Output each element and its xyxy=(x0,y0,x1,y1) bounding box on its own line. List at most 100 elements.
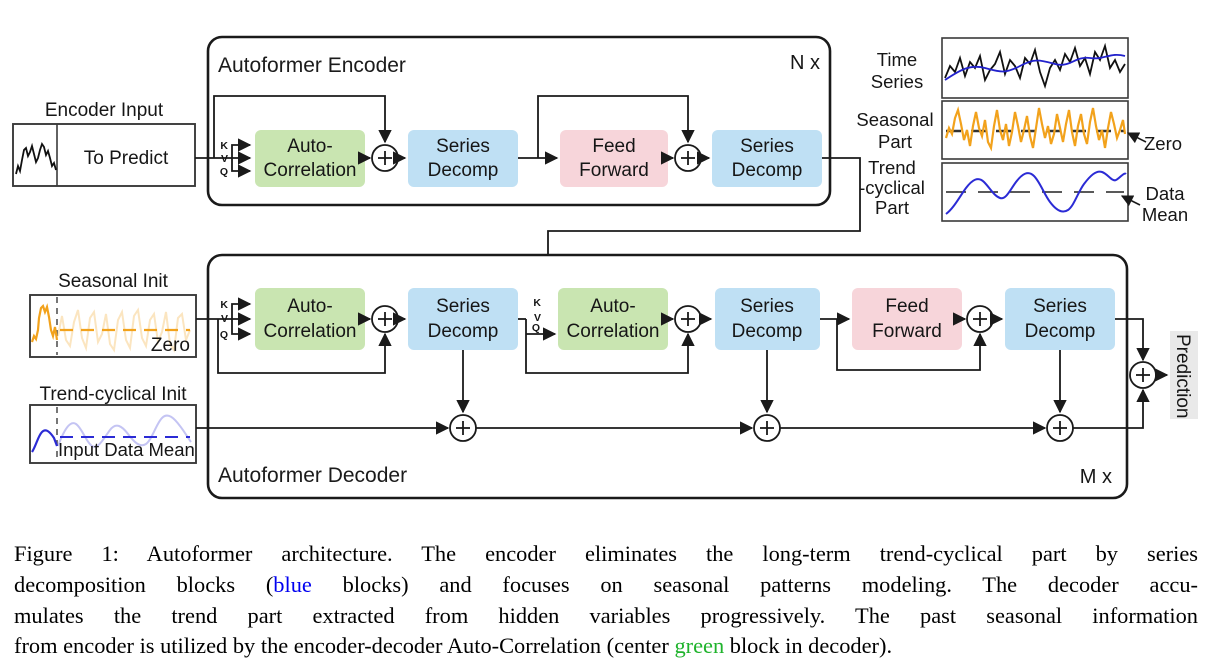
decoder-k-label: K xyxy=(220,299,228,311)
time-series-panel xyxy=(941,37,1129,99)
time-series-label-2: Series xyxy=(871,71,923,92)
encoder-input-text: To Predict xyxy=(84,148,169,169)
trend-part-label-2: -cyclical xyxy=(859,177,925,198)
encoder-ac-line2: Correlation xyxy=(264,160,357,181)
decoder-series-decomp-2-block xyxy=(715,288,820,350)
decoder-sd3-line1: Series xyxy=(1033,296,1087,317)
caption-text: Figure 1: Autoformer architecture. The e… xyxy=(14,541,1198,566)
decoder-k-arrow xyxy=(231,297,252,319)
encoder-input-label: Encoder Input xyxy=(45,100,164,121)
caption-blue-word: blue xyxy=(273,571,312,597)
decoder-sd2-line2: Decomp xyxy=(732,321,803,342)
encoder-feed-forward-block xyxy=(560,130,668,187)
decoder-auto-correlation-2-block xyxy=(558,288,668,350)
zero-label: Zero xyxy=(1144,133,1182,154)
final-sum xyxy=(1129,361,1157,389)
caption-line-4: from encoder is utilized by the encoder-… xyxy=(14,631,1198,662)
trend-sum-2 xyxy=(753,414,781,442)
encoder-section: Autoformer Encoder N x Encoder Input To … xyxy=(12,35,861,325)
caption-text: decomposition blocks ( xyxy=(14,571,274,597)
decoder-ff-line1: Feed xyxy=(885,296,928,317)
prediction-box xyxy=(1170,331,1198,419)
decoder-sum-1 xyxy=(371,305,399,333)
seasonal-part-curve xyxy=(944,106,1127,152)
decoder-ac2-v-label: V xyxy=(534,312,541,324)
trend-init-mean-label: Input Data Mean xyxy=(58,439,195,460)
decoder-ff-line2: Forward xyxy=(872,321,942,342)
caption-line-1: Figure 1: Autoformer architecture. The e… xyxy=(14,539,1198,570)
decoder-ac1-line1: Auto- xyxy=(287,296,332,317)
encoder-series-decomp-2-block xyxy=(712,130,822,187)
decoder-skip-1 xyxy=(217,319,392,374)
time-series-raw-curve xyxy=(944,42,1126,89)
prediction-label: Prediction xyxy=(1172,334,1193,419)
data-mean-label-1: Data xyxy=(1145,183,1185,204)
trend-sum-1 xyxy=(449,414,477,442)
decoder-section: Autoformer Decoder M x Seasonal Init Zer… xyxy=(29,253,1150,500)
autoformer-diagram: Autoformer Encoder N x Encoder Input To … xyxy=(12,35,1198,500)
trend-init-label: Trend-cyclical Init xyxy=(39,384,187,405)
seasonal-init-future-curve xyxy=(57,307,191,353)
decoder-skip-2 xyxy=(525,319,695,374)
decomposition-legend: Time Series Seasonal Part Zero Trend -cy… xyxy=(856,37,1188,225)
encoder-k-arrow xyxy=(231,138,252,158)
encoder-skip-1 xyxy=(213,95,392,158)
trend-init-future-curve xyxy=(57,414,192,448)
caption-text: mulates the trend part extracted from hi… xyxy=(14,602,1198,628)
decoder-sd1-line1: Series xyxy=(436,296,490,317)
encoder-v-label: V xyxy=(221,153,228,165)
encoder-input-box xyxy=(12,123,196,187)
decoder-sum-2 xyxy=(674,305,702,333)
time-series-label-1: Time xyxy=(877,49,917,70)
seasonal-init-zero-label: Zero xyxy=(151,335,190,356)
prediction-output: Prediction xyxy=(1129,331,1198,419)
decoder-ac1-line2: Correlation xyxy=(264,321,357,342)
decoder-sd1-line2: Decomp xyxy=(428,321,499,342)
encoder-repeat-label: N x xyxy=(790,52,820,74)
decoder-q-label: Q xyxy=(220,329,228,341)
decoder-sd2-line1: Series xyxy=(740,296,794,317)
caption-line-2: decomposition blocks (blue blocks) and f… xyxy=(14,570,1198,601)
decoder-series-decomp-1-block xyxy=(408,288,518,350)
encoder-sum-1 xyxy=(371,144,399,172)
decoder-repeat-label: M x xyxy=(1080,466,1112,488)
encoder-auto-correlation-block xyxy=(255,130,365,187)
decoder-sum-3 xyxy=(966,305,994,333)
decoder-ac2-line1: Auto- xyxy=(590,296,635,317)
encoder-k-label: K xyxy=(220,140,228,152)
encoder-ff-line2: Forward xyxy=(579,160,649,181)
decoder-seasonal-output xyxy=(1115,318,1150,362)
decoder-feed-forward-block xyxy=(852,288,962,350)
caption-text: blocks) and focuses on seasonal patterns… xyxy=(311,571,1198,597)
encoder-input-curve xyxy=(15,141,57,175)
caption-green-word: green xyxy=(674,633,725,659)
encoder-q-arrow xyxy=(231,158,252,178)
trend-line-seg-4 xyxy=(1073,388,1150,429)
caption-line-3: mulates the trend part extracted from hi… xyxy=(14,601,1198,632)
encoder-ac-line1: Auto- xyxy=(287,136,332,157)
decoder-title: Autoformer Decoder xyxy=(218,464,407,487)
encoder-series-decomp-1-block xyxy=(408,130,518,187)
seasonal-part-label-2: Part xyxy=(878,131,912,152)
encoder-sd1-line1: Series xyxy=(436,136,490,157)
decoder-ac2-q-label: Q xyxy=(532,322,540,334)
encoder-ff-line1: Feed xyxy=(592,136,635,157)
time-series-trend-curve xyxy=(944,54,1126,81)
trend-part-label-1: Trend xyxy=(868,157,916,178)
trend-part-curve xyxy=(945,170,1127,215)
seasonal-part-label-1: Seasonal xyxy=(856,109,933,130)
decoder-ac2-k-label: K xyxy=(533,297,541,309)
decoder-ac2-line2: Correlation xyxy=(567,321,660,342)
decoder-skip-3 xyxy=(836,319,987,371)
encoder-sd2-line2: Decomp xyxy=(732,160,803,181)
encoder-sd1-line2: Decomp xyxy=(428,160,499,181)
seasonal-init-curve xyxy=(30,303,59,343)
decoder-q-arrow xyxy=(231,319,252,341)
figure-caption: Figure 1: Autoformer architecture. The e… xyxy=(14,539,1198,662)
seasonal-init-label: Seasonal Init xyxy=(58,271,169,292)
encoder-q-label: Q xyxy=(220,166,228,178)
mean-pointer-arrow xyxy=(1120,195,1141,207)
decoder-sd3-line2: Decomp xyxy=(1025,321,1096,342)
caption-text: from encoder is utilized by the encoder-… xyxy=(14,633,675,659)
